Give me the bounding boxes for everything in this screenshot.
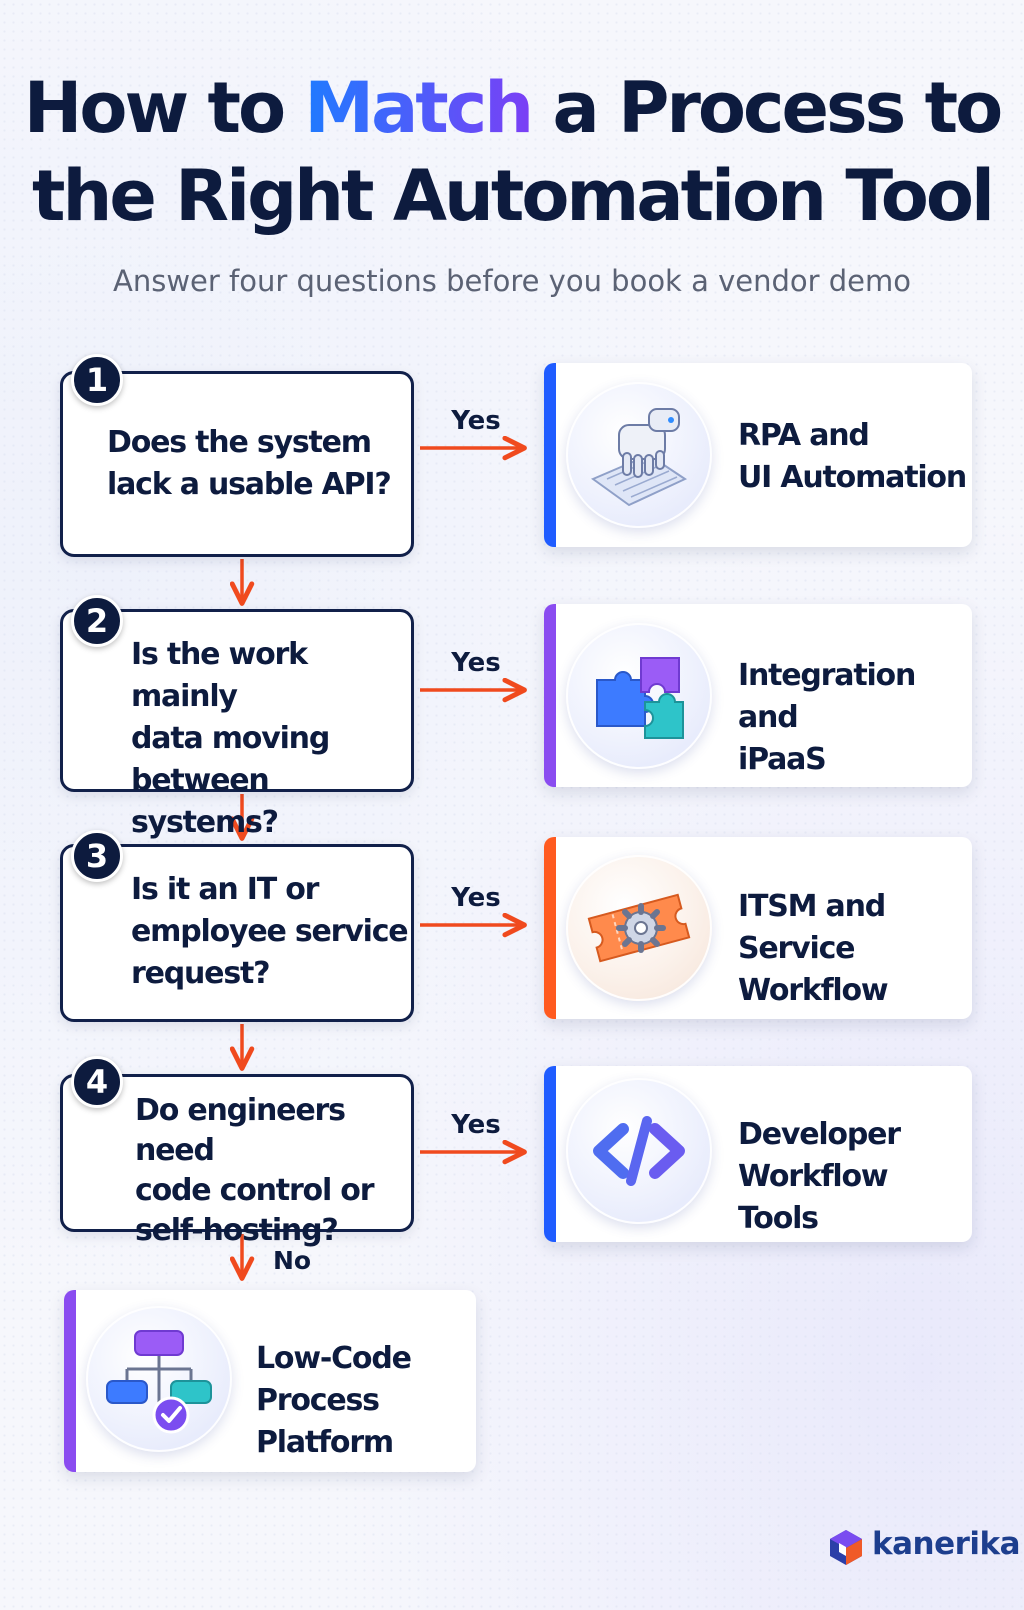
tool-label-integration: Integration and iPaaS [738, 658, 916, 777]
kanerika-cube-icon [830, 1530, 862, 1565]
tool-accent-bar [544, 837, 556, 1019]
step-number-4: 4 [71, 1056, 123, 1108]
tool-card-integration: Integration and iPaaS [544, 604, 972, 787]
title-accent-word: Match [304, 67, 534, 149]
question-box-3: Is it an IT or employee service request? [60, 844, 414, 1022]
yes-label-4: Yes [451, 1110, 501, 1140]
tool-accent-bar [64, 1290, 76, 1472]
question-text-1: Does the system lack a usable API? [107, 425, 392, 502]
question-text-3: Is it an IT or employee service request? [131, 872, 409, 991]
question-text-2: Is the work mainly data moving between s… [131, 637, 330, 840]
yes-label-3: Yes [451, 883, 501, 913]
title-line-2: the Right Automation Tool [32, 155, 995, 237]
question-box-4: Do engineers need code control or self-h… [60, 1074, 414, 1248]
brand-name: kanerika [872, 1526, 1021, 1562]
question-box-2: Is the work mainly data moving between s… [60, 609, 414, 840]
tool-accent-bar [544, 1066, 556, 1242]
tool-accent-bar [544, 604, 556, 787]
title-part-2: a Process to [531, 67, 1003, 149]
no-label: No [273, 1246, 312, 1275]
robot-hand-keyboard-icon [566, 382, 712, 528]
tool-card-developer: Developer Workflow Tools [544, 1066, 972, 1242]
page-subtitle: Answer four questions before you book a … [113, 264, 911, 298]
tool-accent-bar [544, 363, 556, 547]
title-part-1: How to [23, 67, 305, 149]
question-box-1: Does the system lack a usable API? [60, 371, 414, 557]
tool-label-developer: Developer Workflow Tools [738, 1117, 901, 1236]
step-number-2: 2 [71, 595, 123, 647]
service-ticket-gear-icon [566, 855, 712, 1001]
yes-label-2: Yes [451, 648, 501, 678]
question-text-4: Do engineers need code control or self-h… [135, 1093, 374, 1248]
step-number-1: 1 [71, 354, 123, 406]
tool-card-itsm: ITSM and Service Workflow [544, 837, 972, 1019]
puzzle-pieces-icon [566, 623, 712, 769]
code-brackets-icon [566, 1078, 712, 1224]
tool-label-rpa: RPA and UI Automation [738, 418, 967, 495]
flowchart-check-icon [86, 1306, 232, 1452]
tool-label-itsm: ITSM and Service Workflow [738, 889, 889, 1008]
step-number-3: 3 [71, 830, 123, 882]
tool-card-rpa: RPA and UI Automation [544, 363, 972, 547]
page-title: How to Match a Process to the Right Auto… [0, 64, 1024, 240]
tool-label-low-code: Low-Code Process Platform [256, 1341, 412, 1460]
brand-logo: kanerika [828, 1526, 1021, 1565]
tool-card-low-code: Low-Code Process Platform [64, 1290, 476, 1472]
yes-label-1: Yes [451, 406, 501, 436]
